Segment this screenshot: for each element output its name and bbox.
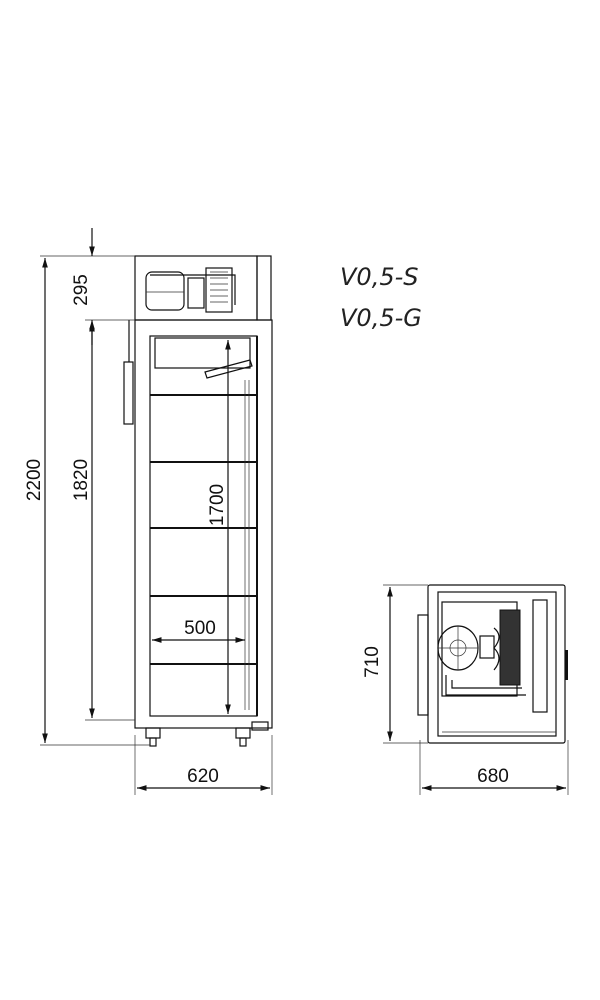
top-view <box>417 584 568 744</box>
shelves <box>150 394 257 665</box>
foot <box>145 727 161 739</box>
fan-icon <box>479 627 500 671</box>
door-handle <box>123 361 134 425</box>
dim-295: 295 <box>71 274 92 306</box>
dim-620: 620 <box>187 766 219 787</box>
dim-710: 710 <box>362 646 383 678</box>
dim-680: 680 <box>477 766 509 787</box>
dim-1820: 1820 <box>71 459 92 501</box>
compressor-icon <box>437 625 479 671</box>
condenser <box>499 609 521 686</box>
front-view <box>123 255 273 747</box>
dim-500: 500 <box>184 618 216 639</box>
dim-2200: 2200 <box>24 459 45 501</box>
model-label-s: V0,5-S <box>340 263 418 291</box>
evaporator <box>154 337 251 369</box>
model-label-g: V0,5-G <box>340 304 422 332</box>
cabinet-interior <box>149 335 258 717</box>
foot <box>235 727 251 739</box>
dim-1700: 1700 <box>207 484 228 526</box>
compressor-icon <box>145 267 236 313</box>
cabinet-body <box>134 319 273 729</box>
